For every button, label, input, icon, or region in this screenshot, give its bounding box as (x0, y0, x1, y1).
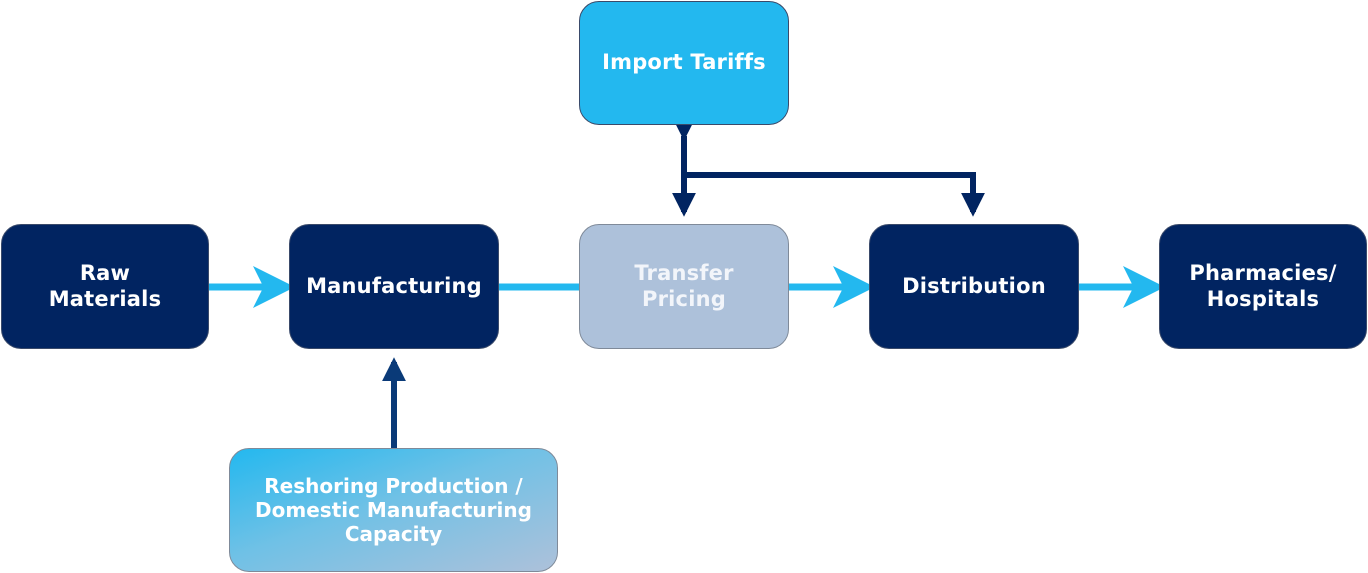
node-label: Reshoring Production / Domestic Manufact… (255, 474, 532, 546)
node-import-tariffs: Import Tariffs (579, 1, 789, 125)
node-label: Pharmacies/ Hospitals (1189, 261, 1337, 311)
node-manufacturing: Manufacturing (289, 224, 499, 349)
node-pharmacies-hospitals: Pharmacies/ Hospitals (1159, 224, 1367, 349)
node-transfer-pricing: Transfer Pricing (579, 224, 789, 349)
edge-tariffs-to-distribution (684, 172, 985, 217)
node-raw-materials: Raw Materials (1, 224, 209, 349)
node-label: Manufacturing (306, 273, 482, 298)
node-label: Import Tariffs (602, 50, 766, 74)
node-label: Raw Materials (48, 261, 162, 311)
node-distribution: Distribution (869, 224, 1079, 349)
node-label: Transfer Pricing (634, 261, 734, 311)
node-label: Distribution (902, 273, 1046, 298)
node-reshoring: Reshoring Production / Domestic Manufact… (229, 448, 558, 572)
